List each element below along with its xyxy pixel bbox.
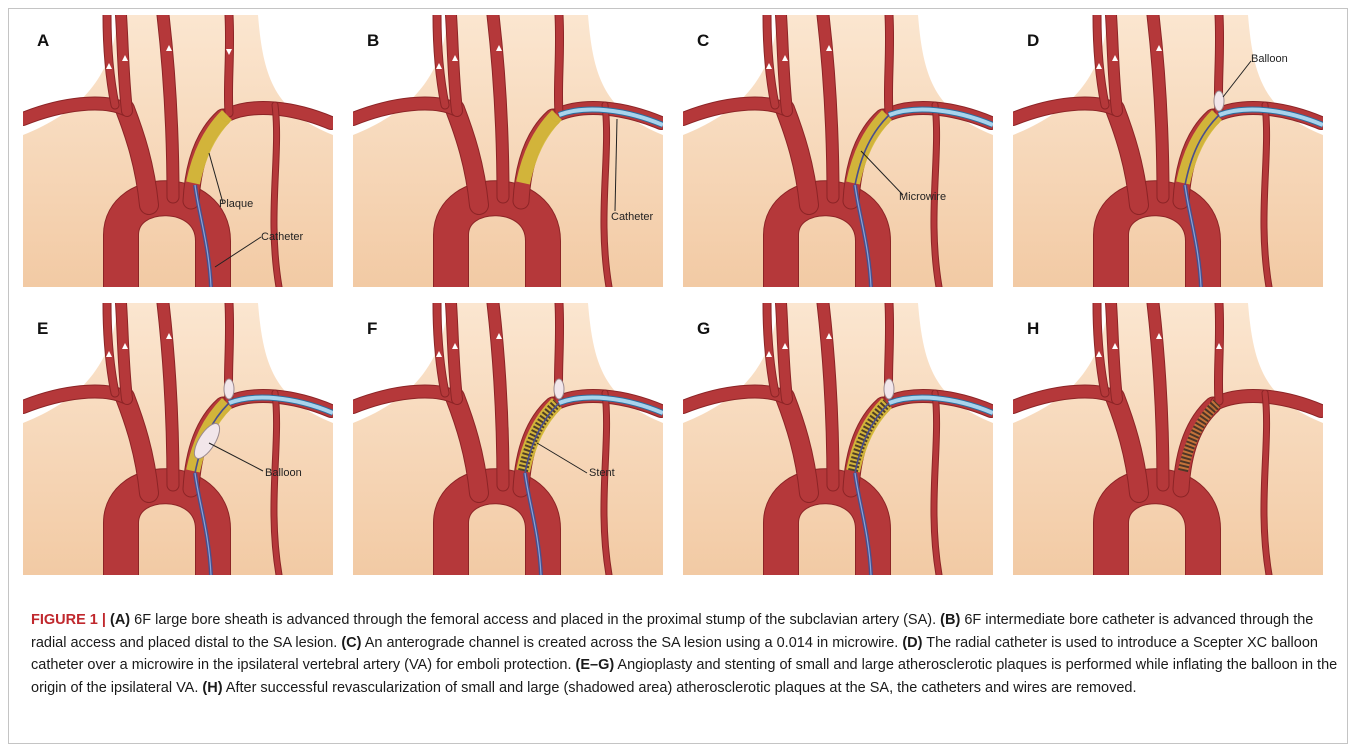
vertebral-balloon (224, 379, 234, 399)
panel-b: B Catheter (353, 15, 663, 287)
panel-letter: D (1027, 31, 1039, 51)
panel-letter: A (37, 31, 49, 51)
left-vertebral (1218, 303, 1219, 401)
label-catheter: Catheter (611, 211, 653, 223)
vertebral-balloon (884, 379, 894, 399)
caption-key: (B) (940, 612, 960, 628)
panel-letter: H (1027, 319, 1039, 339)
panel-illustration (683, 15, 993, 287)
left-vertebral (228, 15, 229, 113)
label-balloon: Balloon (265, 467, 302, 479)
panel-illustration (683, 303, 993, 575)
panel-illustration (353, 303, 663, 575)
panel-g: G (683, 303, 993, 575)
caption-text: 6F large bore sheath is advanced through… (130, 612, 940, 628)
caption-key: (D) (902, 635, 922, 651)
caption-key: (A) (110, 612, 130, 628)
caption-text: An anterograde channel is created across… (361, 635, 902, 651)
right-carotid (1111, 303, 1117, 399)
vertebral-balloon (554, 379, 564, 399)
panel-letter: G (697, 319, 710, 339)
right-carotid (1111, 15, 1117, 111)
panel-h: H (1013, 303, 1323, 575)
label-catheter: Catheter (261, 231, 303, 243)
panel-f: F Stent (353, 303, 663, 575)
panel-illustration (353, 15, 663, 287)
caption-key: (E–G) (576, 657, 615, 673)
caption-text: After successful revascularization of sm… (223, 680, 1137, 696)
vertebral-balloon (1214, 91, 1224, 111)
right-carotid (451, 303, 457, 399)
right-carotid (781, 303, 787, 399)
right-carotid (781, 15, 787, 111)
panel-illustration (23, 303, 333, 575)
panel-a: A Plaque Catheter (23, 15, 333, 287)
panel-letter: F (367, 319, 377, 339)
panel-illustration (23, 15, 333, 287)
figure-frame: A Plaque Catheter B Catheter C Microwire… (8, 8, 1348, 744)
caption-key: (C) (341, 635, 361, 651)
left-vertebral (558, 15, 559, 113)
label-microwire: Microwire (899, 191, 946, 203)
label-balloon: Balloon (1251, 53, 1288, 65)
panel-e: E Balloon (23, 303, 333, 575)
right-carotid (451, 15, 457, 111)
panel-c: C Microwire (683, 15, 993, 287)
label-stent: Stent (589, 467, 615, 479)
panel-letter: B (367, 31, 379, 51)
right-carotid (121, 15, 127, 111)
caption-key: (H) (202, 680, 222, 696)
figure-caption: FIGURE 1 | (A) 6F large bore sheath is a… (31, 609, 1341, 699)
panel-d: D Balloon (1013, 15, 1323, 287)
panel-illustration (1013, 303, 1323, 575)
panel-letter: E (37, 319, 48, 339)
right-carotid (121, 303, 127, 399)
panel-letter: C (697, 31, 709, 51)
left-vertebral (888, 15, 889, 113)
label-plaque: Plaque (219, 198, 253, 210)
caption-figure-label: FIGURE 1 | (31, 612, 106, 628)
